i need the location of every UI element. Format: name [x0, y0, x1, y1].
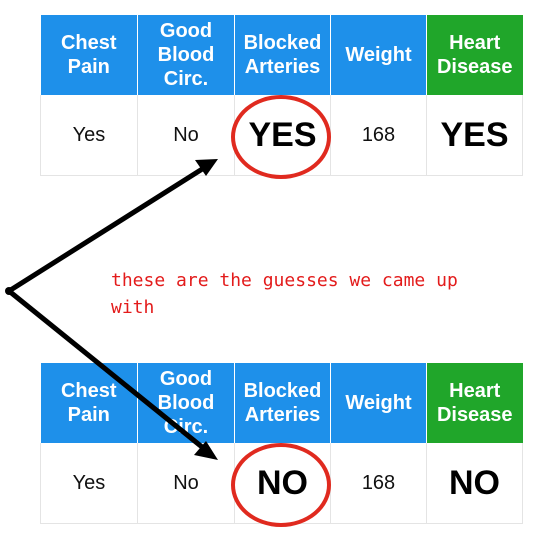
arrow-to-bottom-guess: [6, 288, 210, 454]
header-weight: Weight: [330, 15, 427, 95]
arrowhead-top: [195, 159, 218, 176]
header-chest-pain: Chest Pain: [40, 15, 138, 95]
top-data-table: Chest Pain Good Blood Circ. Blocked Arte…: [40, 15, 523, 176]
cell-heart-disease: YES: [426, 95, 523, 176]
header-good-blood-circ: Good Blood Circ.: [137, 15, 235, 95]
header-blocked-arteries: Blocked Arteries: [234, 15, 331, 95]
cell-weight: 168: [330, 443, 427, 524]
arrow-to-top-guess: [6, 163, 210, 294]
header-weight: Weight: [330, 363, 427, 443]
cell-chest-pain: Yes: [40, 95, 138, 176]
header-chest-pain: Chest Pain: [40, 363, 138, 443]
cell-blocked-arteries-guess: NO: [234, 443, 331, 524]
header-blocked-arteries: Blocked Arteries: [234, 363, 331, 443]
table-row: Yes No NO 168 NO: [40, 443, 523, 524]
arrowhead-bottom: [194, 441, 218, 460]
cell-chest-pain: Yes: [40, 443, 138, 524]
header-row: Chest Pain Good Blood Circ. Blocked Arte…: [40, 363, 523, 443]
arrow-origin-dot: [5, 287, 13, 295]
header-heart-disease: Heart Disease: [426, 15, 523, 95]
annotation-text: these are the guesses we came up with: [111, 270, 458, 318]
cell-blocked-arteries-guess: YES: [234, 95, 331, 176]
cell-weight: 168: [330, 95, 427, 176]
cell-good-blood-circ: No: [137, 443, 235, 524]
table-row: Yes No YES 168 YES: [40, 95, 523, 176]
cell-heart-disease: NO: [426, 443, 523, 524]
header-good-blood-circ: Good Blood Circ.: [137, 363, 235, 443]
header-heart-disease: Heart Disease: [426, 363, 523, 443]
cell-good-blood-circ: No: [137, 95, 235, 176]
bottom-data-table: Chest Pain Good Blood Circ. Blocked Arte…: [40, 363, 523, 524]
header-row: Chest Pain Good Blood Circ. Blocked Arte…: [40, 15, 523, 95]
